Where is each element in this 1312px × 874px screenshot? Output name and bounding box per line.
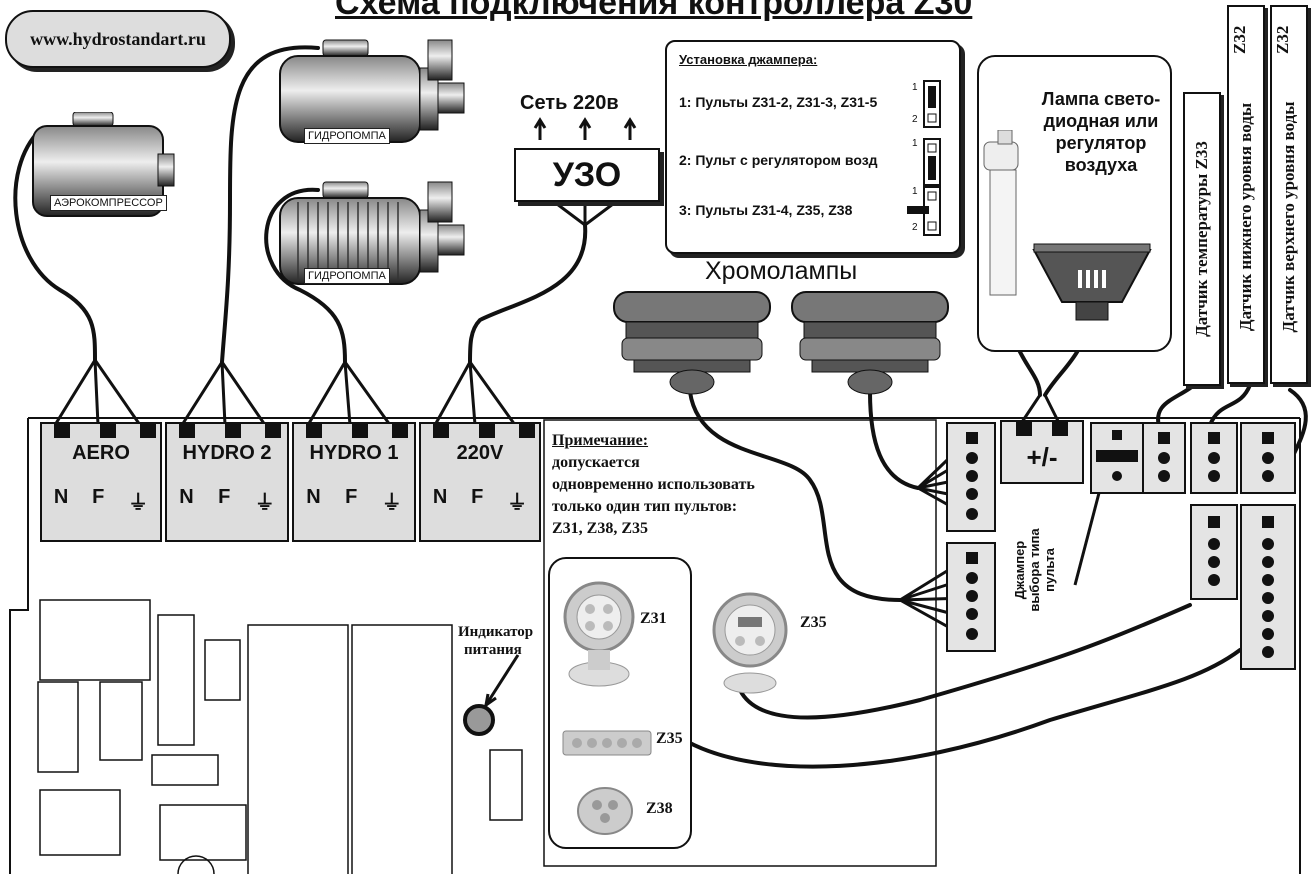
jumper-option-1: 1: Пульты Z31-2, Z31-3, Z31-5 xyxy=(679,94,878,110)
note-line: Z31, Z38, Z35 xyxy=(552,520,649,537)
aerocompressor-device: АЭРОКОМПРЕССОР xyxy=(28,111,178,227)
ground-icon: ⏚ xyxy=(254,492,275,514)
controller-board-outline xyxy=(9,417,1301,874)
panel-z38-icon xyxy=(577,787,633,835)
motor-icon xyxy=(32,111,175,217)
jumper-icon xyxy=(1096,430,1138,481)
sensor-temperature-label: Датчик температуры Z33 xyxy=(1183,92,1221,386)
connector-pins-icon xyxy=(1262,516,1274,658)
chromolamp-2-icon xyxy=(791,291,949,395)
compressor-label: АЭРОКОМПРЕССОР xyxy=(50,195,167,211)
pump-icon xyxy=(279,181,465,285)
connector-pins-icon xyxy=(966,432,978,520)
terminal-name: HYDRO 2 xyxy=(182,442,272,464)
terminal-hydro2[interactable]: HYDRO 2 N F ⏚ xyxy=(165,422,289,542)
connector-pins-icon xyxy=(1262,432,1274,482)
sensor-low-level-code: Z32 xyxy=(1230,25,1249,54)
ground-icon: ⏚ xyxy=(381,492,402,514)
note-heading: Примечание: xyxy=(552,432,649,449)
jumper-option-2: 2: Пульт с регулятором возд xyxy=(679,152,878,168)
connector-pins-icon xyxy=(1208,432,1220,482)
terminal-name: 220V xyxy=(456,442,504,464)
jumper-icon-3 xyxy=(907,186,941,236)
connector-temperature[interactable] xyxy=(1142,422,1186,494)
ground-icon: ⏚ xyxy=(507,492,528,514)
jumper-icon-2 xyxy=(923,138,941,186)
connector-chromo-2[interactable] xyxy=(946,542,996,652)
panel-z31-icon xyxy=(563,581,635,687)
terminal-hydro1[interactable]: HYDRO 1 N F ⏚ xyxy=(292,422,416,542)
chromolamps-label: Хромолампы xyxy=(705,257,858,285)
lamp-label: Лампа свето-диодная или регулятор воздух… xyxy=(1041,89,1161,175)
terminal-f: F xyxy=(345,486,358,508)
terminal-f: F xyxy=(92,486,105,508)
terminal-n: N xyxy=(179,486,194,508)
rcd-box: УЗО xyxy=(514,148,660,202)
jumper-pin-1-top: 1 xyxy=(912,82,918,93)
terminal-f: F xyxy=(471,486,484,508)
sensor-high-level-code: Z32 xyxy=(1273,25,1292,54)
power-indicator-led[interactable] xyxy=(462,703,496,737)
terminal-n: N xyxy=(306,486,321,508)
connector-chromo-1[interactable] xyxy=(946,422,996,532)
jumper-select-connector[interactable] xyxy=(1090,422,1144,494)
jumper-option-3: 3: Пульты Z31-4, Z35, Z38 xyxy=(679,202,853,218)
panel-z35-round-icon xyxy=(712,592,788,694)
terminal-pins xyxy=(302,422,422,438)
jumper-select-label: Джампер выбора типа пульта xyxy=(1012,528,1057,612)
connector-pins-icon xyxy=(1208,516,1220,586)
connector-low-level[interactable] xyxy=(1190,422,1238,494)
terminal-n: N xyxy=(432,486,448,508)
terminal-name: AERO xyxy=(72,442,130,464)
jumper-icon-1 xyxy=(923,80,941,128)
terminal-220v[interactable]: 220V N F ⏚ xyxy=(419,422,541,542)
panel-z31-label: Z31 xyxy=(640,610,667,627)
page-title: Схема подключения контроллера Z30 xyxy=(335,0,973,22)
pump2-label: ГИДРОПОМПА xyxy=(304,268,390,284)
power-indicator-label: Индикатор питания xyxy=(458,624,534,658)
website-badge[interactable]: www.hydrostandart.ru xyxy=(5,10,231,68)
chromolamp-1-icon xyxy=(613,291,771,395)
led-lamp-icon xyxy=(1032,243,1152,321)
terminal-name: HYDRO 1 xyxy=(309,442,399,464)
hydropump-2-device: ГИДРОПОМПА xyxy=(278,180,468,290)
jumper-pin-3-top: 1 xyxy=(912,186,918,197)
panel-z35-flat-icon xyxy=(562,730,652,756)
jumper-pin-1-bottom: 2 xyxy=(912,114,918,125)
terminal-pins xyxy=(429,422,547,438)
jumper-title: Установка джампера: xyxy=(679,52,818,67)
pm-label: +/- xyxy=(1026,442,1058,472)
jumper-pin-2-top: 1 xyxy=(912,138,918,149)
terminal-aero[interactable]: AERO N F ⏚ xyxy=(40,422,162,542)
panel-z35-flat-label: Z35 xyxy=(656,730,683,747)
terminal-pins xyxy=(50,422,168,438)
air-regulator-icon xyxy=(983,130,1019,296)
terminal-pins xyxy=(175,422,295,438)
connector-high-level[interactable] xyxy=(1240,422,1296,494)
network-label: Сеть 220в xyxy=(520,92,619,114)
connector-panel-7pin[interactable] xyxy=(1240,504,1296,670)
sensor-low-level-label: Датчик нижнего уровня воды xyxy=(1227,5,1265,384)
connector-pins-icon xyxy=(1158,432,1170,482)
note-line: только один тип пультов: xyxy=(552,498,738,515)
note-line: одновременно использовать xyxy=(552,476,755,493)
jumper-pin-3-bottom: 2 xyxy=(912,222,918,233)
connector-pins-icon xyxy=(966,552,978,640)
jumper-settings-box: Установка джампера: 1: Пульты Z31-2, Z31… xyxy=(665,40,961,254)
sensor-high-level-label: Датчик верхнего уровня воды xyxy=(1270,5,1308,384)
pump1-label: ГИДРОПОМПА xyxy=(304,128,390,144)
hydropump-1-device: ГИДРОПОМПА xyxy=(278,38,468,148)
pump-icon xyxy=(279,39,465,143)
terminal-f: F xyxy=(218,486,231,508)
terminal-n: N xyxy=(53,486,69,508)
panel-z38-label: Z38 xyxy=(646,800,673,817)
panel-z35-round-label: Z35 xyxy=(800,614,827,631)
rcd-label: УЗО xyxy=(552,155,622,194)
connector-lamp-pm[interactable]: +/- xyxy=(1000,420,1084,484)
note-block: Примечание: допускается одновременно исп… xyxy=(552,430,755,540)
note-line: допускается xyxy=(552,454,640,471)
ground-icon: ⏚ xyxy=(128,492,149,514)
connector-panel-3pin[interactable] xyxy=(1190,504,1238,600)
